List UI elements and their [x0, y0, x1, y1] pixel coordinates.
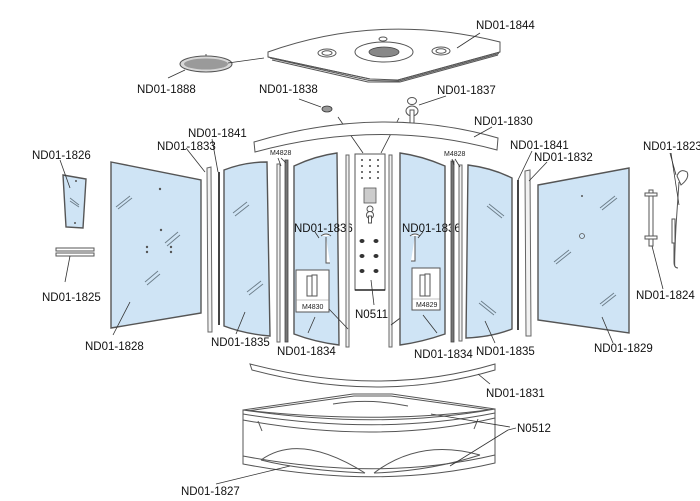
- label-left-profile-b: ND01-1833: [157, 141, 216, 153]
- label-right-profile-b: ND01-1832: [534, 152, 593, 164]
- left-fixed-door-glass: [223, 161, 271, 337]
- label-left-panel: ND01-1828: [85, 341, 144, 353]
- bottom-arc-frame: [249, 363, 496, 388]
- shelf: [55, 247, 95, 257]
- panel-control-knob: [366, 205, 374, 224]
- label-right-profile-a: ND01-1841: [510, 140, 569, 152]
- label-rain-shower: ND01-1888: [137, 84, 196, 96]
- label-left-profile-a: ND01-1841: [188, 128, 247, 140]
- body-jet: [359, 254, 365, 258]
- left-profiles: [206, 166, 220, 333]
- label-left-door: ND01-1834: [277, 346, 336, 358]
- left-door-glass: M4830: [293, 152, 340, 346]
- left-seal-strip: [345, 154, 350, 348]
- top-arc-frame: [253, 121, 499, 153]
- label-right-door: ND01-1834: [414, 349, 473, 361]
- label-light: ND01-1838: [259, 84, 318, 96]
- label-right-fixed-glass: ND01-1835: [476, 346, 535, 358]
- label-slide-bar: ND01-1824: [636, 290, 695, 302]
- shower-tray: [242, 393, 496, 478]
- nozzle-dot: [377, 159, 379, 161]
- label-handle-right: ND01-1836: [402, 223, 461, 235]
- label-bottom-arc: ND01-1831: [486, 388, 545, 400]
- label-seal-left: M4830: [302, 304, 324, 311]
- nozzle-dot: [369, 171, 371, 173]
- right-door-glass: M4829: [399, 152, 446, 346]
- body-jet: [373, 254, 379, 258]
- left-magnet-strip: [276, 159, 289, 343]
- label-right-panel: ND01-1829: [594, 343, 653, 355]
- label-left-magnet: M4828: [270, 150, 292, 157]
- panel-display: [363, 187, 377, 204]
- nozzle-dot: [369, 165, 371, 167]
- canopy: [267, 28, 501, 83]
- nozzle-dot: [361, 177, 363, 179]
- body-jet: [359, 239, 365, 243]
- nozzle-dot: [369, 159, 371, 161]
- small-glass-panel: [62, 174, 87, 229]
- panel-body-jets: [359, 239, 379, 273]
- light-fitting: [321, 105, 333, 113]
- right-profiles: [517, 169, 532, 337]
- center-control-panel: [354, 153, 386, 291]
- label-top-arc: ND01-1830: [474, 116, 533, 128]
- label-seal-right: M4829: [416, 302, 438, 309]
- label-tray: N0512: [517, 423, 551, 435]
- label-shelf: ND01-1825: [42, 292, 101, 304]
- label-left-fixed-glass: ND01-1835: [211, 337, 270, 349]
- nozzle-dot: [377, 177, 379, 179]
- right-fixed-door-glass: [465, 164, 513, 339]
- label-center-panel: N0511: [355, 309, 388, 321]
- hand-shower: [671, 170, 689, 269]
- rain-shower-head: [179, 54, 233, 73]
- nozzle-dot: [361, 171, 363, 173]
- body-jet: [359, 269, 365, 273]
- right-magnet-strip: [450, 160, 463, 343]
- body-jet: [373, 269, 379, 273]
- mixer-tap: [405, 97, 419, 124]
- nozzle-dot: [377, 165, 379, 167]
- left-side-panel: [110, 161, 202, 329]
- nozzle-dot: [369, 177, 371, 179]
- label-handle-left: ND01-1836: [294, 223, 353, 235]
- slide-bar: [644, 189, 658, 247]
- nozzle-dot: [377, 171, 379, 173]
- label-tray-skirt: ND01-1827: [181, 486, 240, 498]
- panel-nozzle-grid: [361, 159, 379, 179]
- label-right-magnet: M4828: [444, 151, 466, 158]
- label-hand-shower: ND01-1823: [643, 141, 700, 153]
- nozzle-dot: [361, 165, 363, 167]
- nozzle-dot: [361, 159, 363, 161]
- right-seal-strip: [388, 154, 393, 348]
- right-side-panel: [537, 167, 630, 334]
- label-canopy: ND01-1844: [476, 20, 535, 32]
- label-tap: ND01-1837: [437, 85, 496, 97]
- body-jet: [373, 239, 379, 243]
- label-small-glass: ND01-1826: [32, 150, 91, 162]
